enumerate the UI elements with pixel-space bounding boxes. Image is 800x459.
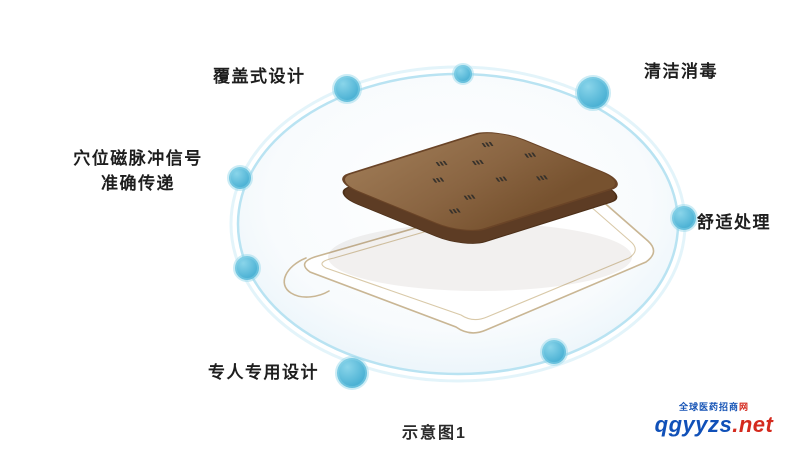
- watermark-tagline-blue: 全球医药招商: [678, 402, 739, 412]
- accent-dot: [670, 204, 698, 232]
- label-personal-design: 专人专用设计: [208, 363, 319, 382]
- label-acupoint-signal-line2: 准确传递: [101, 174, 175, 193]
- accent-dot: [540, 338, 568, 366]
- accent-dot: [575, 75, 611, 111]
- watermark-domain-name: qgyyzs: [654, 412, 733, 438]
- label-coverage-design: 覆盖式设计: [213, 67, 306, 86]
- watermark-domain: qgyyzs.net: [650, 412, 778, 437]
- figure-caption: 示意图1: [402, 425, 467, 442]
- accent-dot: [332, 74, 362, 104]
- accent-dot: [227, 165, 253, 191]
- sheet-squiggle: [283, 257, 330, 298]
- site-watermark: 全球医药招商网 qgyyzs.net: [650, 402, 778, 438]
- pad-top: [342, 132, 618, 231]
- label-acupoint-signal: 穴位磁脉冲信号 准确传递: [50, 146, 226, 196]
- watermark-tagline-red: 网: [739, 402, 750, 412]
- accent-dot: [233, 254, 261, 282]
- accent-dot: [335, 356, 369, 390]
- label-acupoint-signal-line1: 穴位磁脉冲信号: [73, 149, 203, 168]
- pad-marks: [432, 141, 548, 214]
- label-comfort-treatment: 舒适处理: [697, 213, 771, 232]
- pad-shadow: [328, 223, 632, 291]
- accent-dot: [452, 63, 474, 85]
- watermark-tagline: 全球医药招商网: [650, 402, 778, 412]
- watermark-domain-tld: .net: [732, 412, 774, 438]
- label-clean-disinfect: 清洁消毒: [644, 62, 718, 81]
